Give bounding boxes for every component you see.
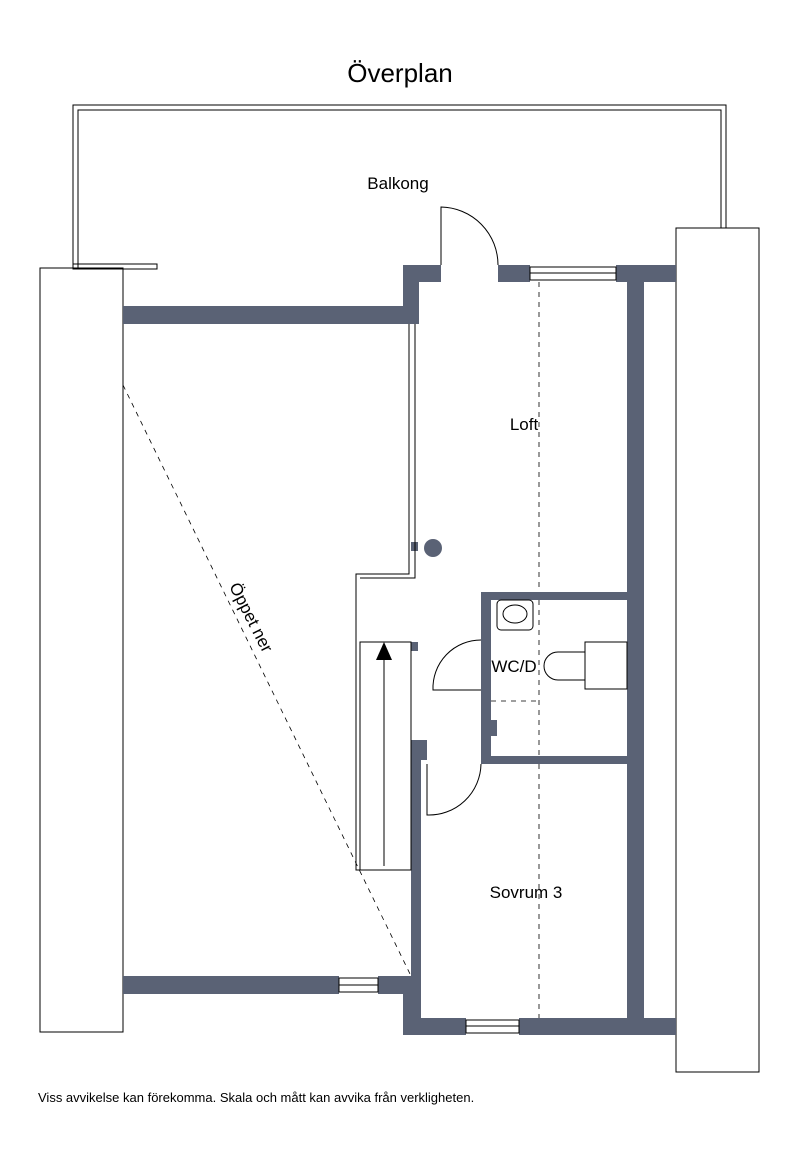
room-label-balcony: Balkong bbox=[367, 174, 428, 193]
column-icon bbox=[424, 539, 442, 557]
balcony-railing bbox=[72, 104, 727, 270]
stair bbox=[359, 641, 412, 871]
toilet-icon bbox=[543, 651, 586, 681]
walls bbox=[123, 265, 676, 1035]
bathroom-fixtures bbox=[491, 599, 628, 736]
left-column bbox=[39, 267, 124, 1033]
balcony-ledge bbox=[72, 263, 158, 270]
toilet-tank bbox=[584, 641, 628, 690]
shower-icon bbox=[491, 720, 497, 736]
sink-icon bbox=[496, 599, 534, 631]
windows bbox=[338, 266, 617, 1034]
dashed-lines bbox=[122, 282, 540, 1018]
stair-arrow-icon bbox=[376, 642, 392, 660]
doors bbox=[426, 206, 499, 816]
room-label-bedroom: Sovrum 3 bbox=[490, 883, 563, 902]
partitions bbox=[355, 324, 416, 871]
room-label-loft: Loft bbox=[510, 415, 539, 434]
plan-title: Överplan bbox=[347, 58, 453, 88]
room-label-wc: WC/D bbox=[491, 657, 536, 676]
disclaimer-text: Viss avvikelse kan förekomma. Skala och … bbox=[38, 1090, 475, 1105]
right-column bbox=[675, 227, 760, 1073]
label-open-below: Öppet ner bbox=[225, 580, 276, 656]
